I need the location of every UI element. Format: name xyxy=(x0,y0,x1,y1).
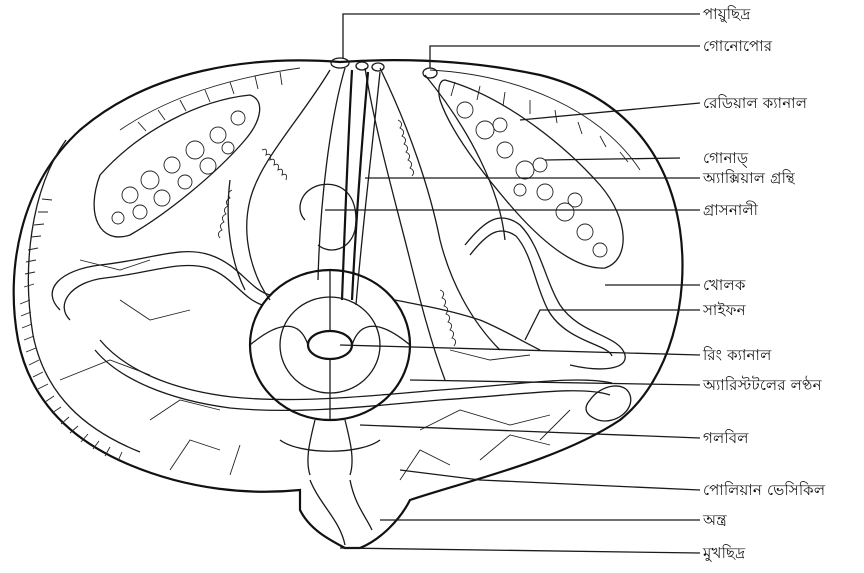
pharynx xyxy=(280,420,380,475)
intestine xyxy=(52,218,625,410)
label-polian-vesicle: পোলিয়ান ভেসিকিল xyxy=(703,481,825,499)
label-gonad: গোনাড্ xyxy=(703,149,748,167)
label-madreporite: পায়ুছিদ্র xyxy=(703,5,751,23)
radial-canals xyxy=(228,68,505,380)
label-pharynx: গলবিল xyxy=(703,429,749,447)
ambulacral-scallops xyxy=(218,120,455,346)
label-gonopore: গোনোপোর xyxy=(703,37,772,55)
label-radial-canal: রেডিয়াল ক্যানাল xyxy=(703,94,807,112)
label-aristotles-lantern: অ্যারিস্টটলের লণ্ঠন xyxy=(703,376,822,394)
mouth xyxy=(310,480,372,545)
label-intestine: অন্ত্র xyxy=(703,511,727,529)
gonad-left xyxy=(94,95,260,237)
label-esophagus: গ্রাসনালী xyxy=(703,201,758,219)
label-axial-gland: অ্যাক্সিয়াল গ্রন্থি xyxy=(703,169,795,187)
leader-lines xyxy=(325,14,700,553)
label-siphon: সাইফন xyxy=(703,301,746,319)
label-mouth: মুখছিদ্র xyxy=(703,544,745,562)
label-ring-canal: রিং ক্যানাল xyxy=(703,346,771,364)
test-plates xyxy=(60,260,570,480)
label-test: খোলক xyxy=(703,276,746,294)
aristotles-lantern xyxy=(250,270,410,420)
